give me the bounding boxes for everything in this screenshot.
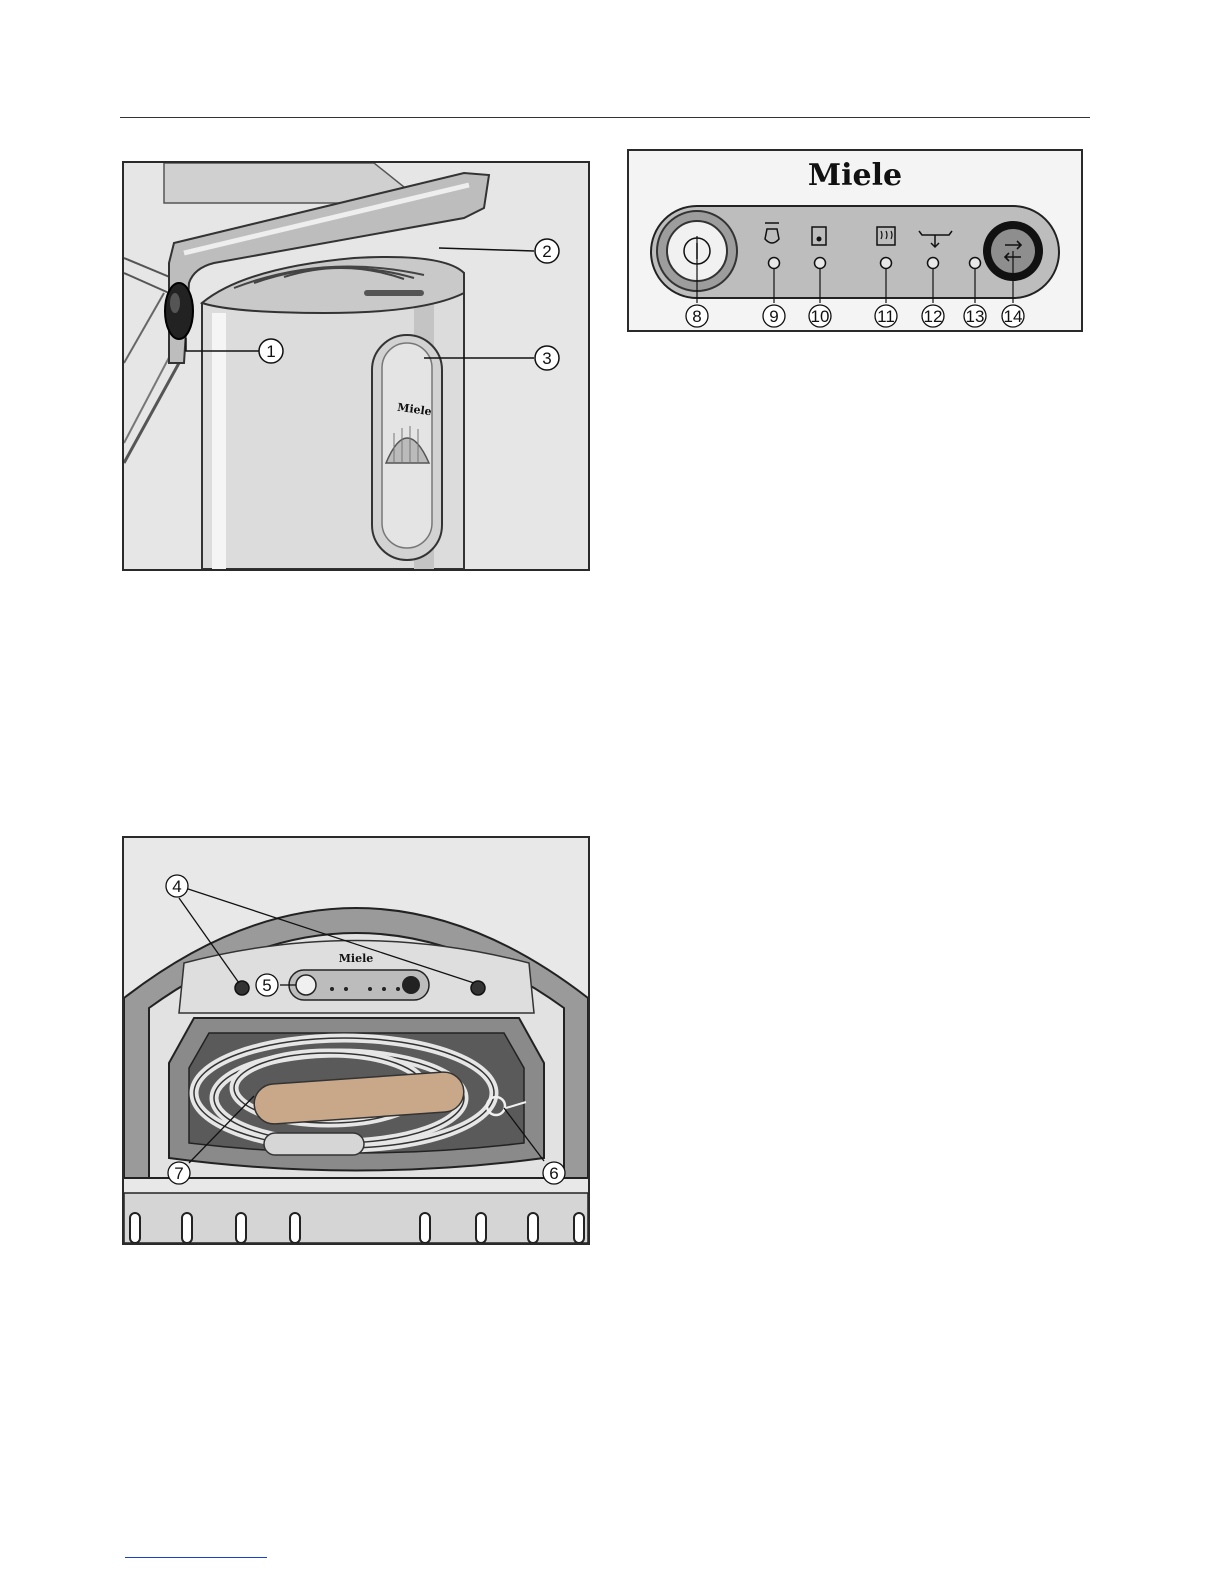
figure-appliance-top: Miele 1 2 3: [122, 161, 590, 571]
cord-compartment-illustration: Miele: [124, 838, 588, 1243]
svg-text:12: 12: [924, 307, 943, 326]
footer-underline: [125, 1557, 267, 1558]
figure-cord-compartment: Miele: [122, 836, 590, 1245]
callout-1: 1: [259, 339, 283, 363]
svg-text:8: 8: [692, 307, 701, 326]
control-panel-illustration: Miele: [629, 151, 1081, 330]
svg-text:6: 6: [549, 1164, 558, 1183]
led-10: [815, 258, 826, 269]
svg-text:5: 5: [262, 976, 271, 995]
svg-text:4: 4: [172, 877, 181, 896]
iron-handle: [264, 1133, 364, 1155]
svg-text:10: 10: [811, 307, 830, 326]
figure-control-panel: Miele: [627, 149, 1083, 332]
callout-9: 9: [763, 305, 785, 327]
svg-text:9: 9: [769, 307, 778, 326]
callout-7: 7: [168, 1162, 190, 1184]
svg-text:14: 14: [1004, 307, 1023, 326]
callout-14: 14: [1002, 305, 1024, 327]
led-13: [970, 258, 981, 269]
callout-2: 2: [535, 239, 559, 263]
led-11: [881, 258, 892, 269]
callout-5: 5: [256, 974, 278, 996]
svg-text:7: 7: [174, 1164, 183, 1183]
led-9: [769, 258, 780, 269]
callout-10: 10: [809, 305, 831, 327]
bottom-brand-label: Miele: [339, 952, 374, 965]
svg-text:13: 13: [966, 307, 985, 326]
callout-11: 11: [875, 305, 897, 327]
callout-6: 6: [543, 1162, 565, 1184]
screw-left: [235, 981, 249, 995]
svg-text:11: 11: [877, 307, 895, 326]
callout-13: 13: [964, 305, 986, 327]
callout-8: 8: [686, 305, 708, 327]
callout-12: 12: [922, 305, 944, 327]
appliance-illustration: Miele 1 2 3: [124, 163, 588, 569]
callout-4: 4: [166, 875, 188, 897]
svg-text:1: 1: [266, 342, 275, 361]
svg-text:2: 2: [542, 242, 551, 261]
panel-brand-logo: Miele: [808, 158, 902, 193]
callout-3: 3: [535, 346, 559, 370]
led-12: [928, 258, 939, 269]
svg-text:3: 3: [542, 349, 551, 368]
header-rule: [120, 117, 1090, 118]
